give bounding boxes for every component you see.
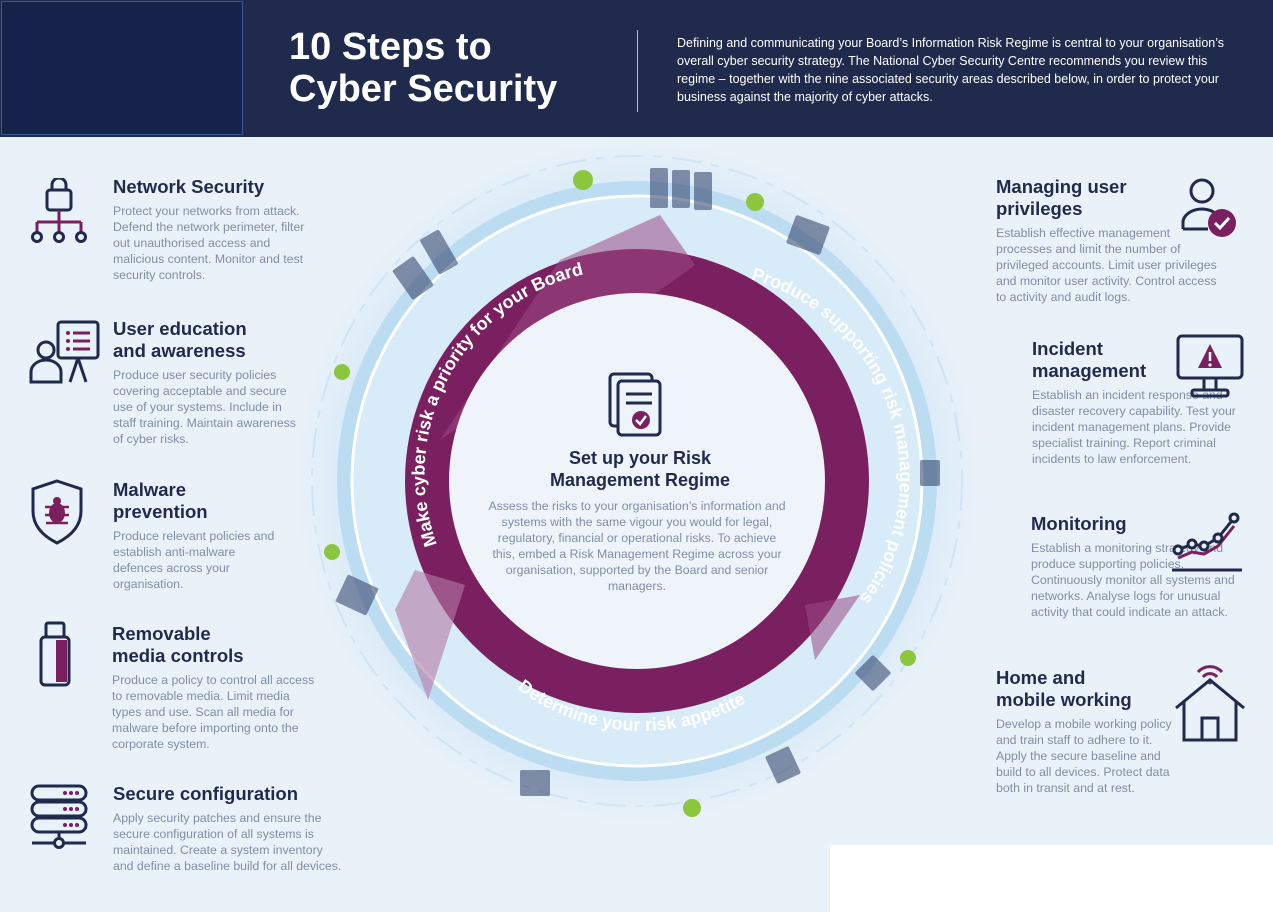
home-wifi-icon [1174, 660, 1246, 742]
step-title-line-2: privileges [996, 198, 1083, 219]
step-text: Produce user security policies covering … [113, 368, 296, 446]
presenter-icon [28, 320, 102, 386]
network-icon [30, 178, 88, 244]
header-divider [637, 30, 638, 112]
step-title: Secure configuration [113, 783, 299, 804]
step-title: Monitoring [1031, 513, 1127, 534]
cycle-arrow-right [805, 595, 860, 660]
step-title-line-1: Home and [996, 667, 1086, 688]
step-text: Produce relevant policies and establish … [113, 529, 275, 591]
risk-cycle-diagram: Make cyber risk a priority for your Boar… [300, 141, 977, 821]
center-disc [449, 293, 825, 669]
step-title-line-1: User education [113, 318, 247, 339]
step-title-line-1: Incident [1032, 338, 1103, 359]
server-icon [30, 784, 88, 850]
logo-panel [1, 1, 243, 135]
step-title-line-2: prevention [113, 501, 208, 522]
step-text: Develop a mobile working policy and trai… [996, 717, 1172, 795]
step-monitoring: Monitoring Establish a monitoring strate… [1031, 513, 1246, 620]
page-title-line-1: 10 Steps to [289, 26, 492, 68]
step-title-line-1: Removable [112, 623, 211, 644]
intro-text: Defining and communicating your Board’s … [677, 36, 1225, 104]
step-title-line-2: and awareness [113, 340, 246, 361]
step-text: Protect your networks from attack. Defen… [113, 204, 305, 282]
step-title-line-2: management [1032, 360, 1147, 381]
step-text: Apply security patches and ensure the se… [113, 811, 342, 873]
shield-bug-icon [31, 479, 83, 545]
step-title-line-1: Managing user [996, 176, 1127, 197]
usb-drive-icon [38, 621, 72, 689]
page-title-line-2: Cyber Security [289, 68, 558, 110]
step-network-security: Network Security Protect your networks f… [113, 176, 313, 283]
outer-ring-line [311, 155, 963, 807]
center-description: Assess the risks to your organisation’s … [488, 499, 786, 593]
page-title: 10 Steps to Cyber Security [289, 26, 557, 110]
bottom-right-panel [830, 845, 1273, 912]
step-title: Network Security [113, 176, 265, 197]
documents-check-icon [608, 372, 662, 437]
line-graph-icon [1170, 510, 1244, 574]
step-text: Establish a monitoring strategy and prod… [1031, 541, 1235, 619]
center-title: Set up your Risk Management Regime [520, 447, 760, 491]
step-title-line-2: media controls [112, 645, 244, 666]
step-text: Produce a policy to control all access t… [112, 673, 315, 751]
user-check-icon [1180, 177, 1240, 241]
step-title-line-1: Malware [113, 479, 187, 500]
ring-trees [324, 170, 916, 817]
ring-scenery [335, 168, 940, 796]
monitor-alert-icon [1176, 334, 1244, 398]
header-banner: 10 Steps to Cyber Security Defining and … [0, 0, 1273, 137]
step-text: Establish an incident response and disas… [1032, 388, 1236, 466]
center-title-line-2: Management Regime [549, 470, 731, 490]
step-secure-configuration: Secure configuration Apply security patc… [113, 783, 343, 874]
center-title-line-1: Set up your Risk [568, 448, 712, 468]
step-text: Establish effective management processes… [996, 226, 1217, 304]
cycle-arrow-bottom [395, 570, 465, 700]
step-title-line-2: mobile working [996, 689, 1132, 710]
